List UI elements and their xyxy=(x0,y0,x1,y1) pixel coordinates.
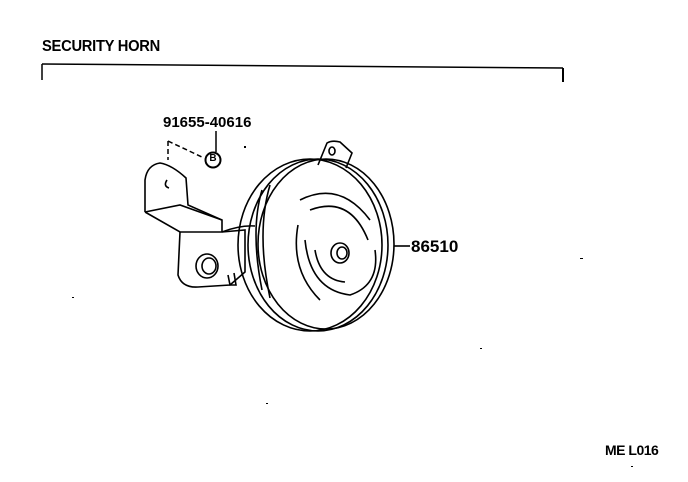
scan-dots xyxy=(72,146,633,467)
part-number-horn: 86510 xyxy=(411,237,459,256)
group-bracket xyxy=(41,63,564,82)
bolt-leader xyxy=(167,131,217,160)
part-number-bolt: 91655-40616 xyxy=(163,114,252,131)
figure-code: ME L016 xyxy=(605,442,659,458)
mounting-bracket xyxy=(144,162,256,288)
horn-body xyxy=(237,140,395,332)
marker-b-label: B xyxy=(209,153,217,164)
marker-b-icon xyxy=(204,151,222,169)
diagram-title: SECURITY HORN xyxy=(42,38,161,55)
